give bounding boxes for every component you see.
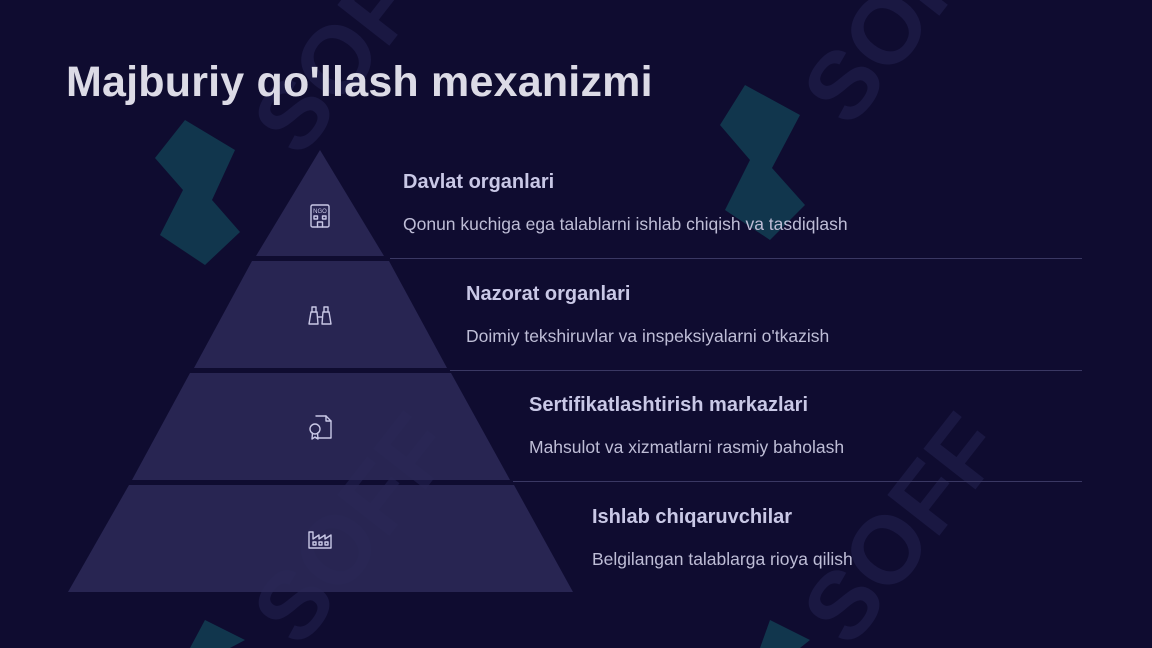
level-description: Belgilangan talablarga rioya qilish — [592, 549, 853, 569]
level-divider — [450, 370, 1082, 371]
ngo-building-icon: NGO — [306, 202, 334, 230]
level-2: Nazorat organlari Doimiy tekshiruvlar va… — [466, 283, 829, 347]
pyramid-tier-2 — [194, 261, 447, 368]
level-4: Ishlab chiqaruvchilar Belgilangan talabl… — [592, 506, 853, 570]
level-3: Sertifikatlashtirish markazlari Mahsulot… — [529, 394, 844, 458]
level-divider — [390, 258, 1082, 259]
level-heading: Davlat organlari — [403, 171, 555, 193]
level-heading: Ishlab chiqaruvchilar — [592, 506, 793, 528]
pyramid-tier-1 — [256, 150, 384, 256]
level-divider — [513, 481, 1082, 482]
binoculars-icon — [306, 302, 334, 330]
certificate-icon — [306, 413, 334, 441]
level-heading: Sertifikatlashtirish markazlari — [529, 394, 809, 416]
factory-icon — [306, 524, 334, 552]
level-heading: Nazorat organlari — [466, 283, 631, 305]
level-description: Qonun kuchiga ega talablarni ishlab chiq… — [403, 214, 848, 234]
level-description: Doimiy tekshiruvlar va inspeksiyalarni o… — [466, 326, 830, 346]
svg-text:NGO: NGO — [313, 209, 327, 215]
level-description: Mahsulot va xizmatlarni rasmiy baholash — [529, 437, 845, 457]
slide-title: Majburiy qo'llash mexanizmi — [66, 58, 653, 106]
soff-logo-mark — [155, 85, 810, 648]
pyramid-tier-3 — [132, 373, 510, 480]
level-1: Davlat organlari Qonun kuchiga ega talab… — [403, 171, 848, 235]
